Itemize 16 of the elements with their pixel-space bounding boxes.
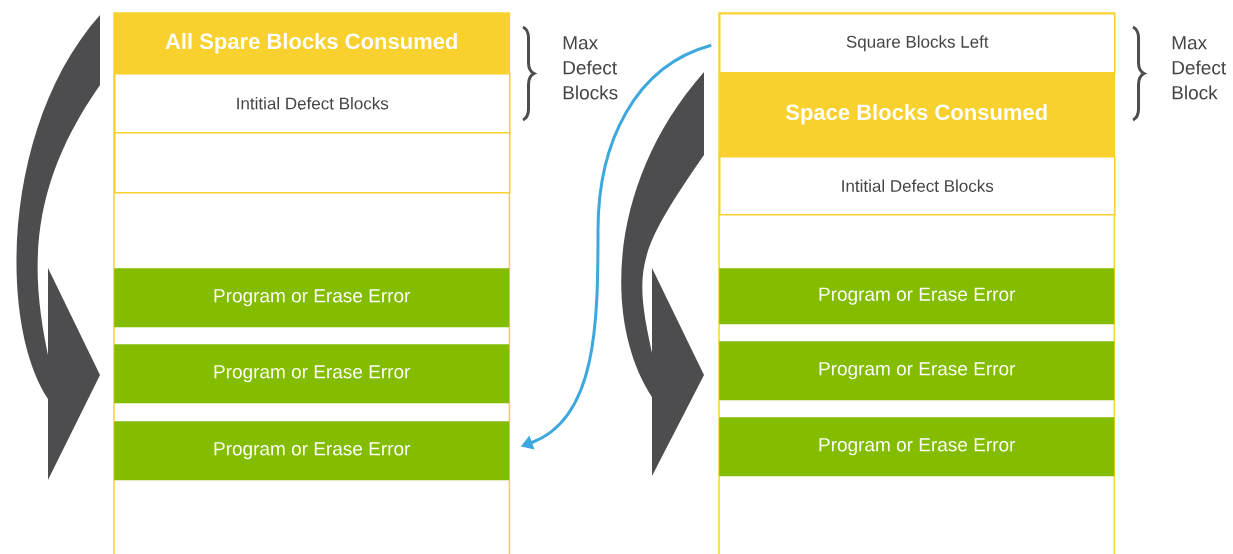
error-row: Program or Erase Error bbox=[719, 268, 1115, 325]
block-row: Intitial Defect Blocks bbox=[114, 73, 511, 134]
memory-column bbox=[113, 12, 511, 554]
error-row: Program or Erase Error bbox=[719, 417, 1115, 477]
error-row: Program or Erase Error bbox=[114, 344, 510, 404]
error-row: Program or Erase Error bbox=[114, 268, 510, 328]
error-row: Program or Erase Error bbox=[719, 341, 1115, 401]
memory-column bbox=[718, 12, 1116, 554]
block-row bbox=[114, 132, 511, 194]
error-row: Program or Erase Error bbox=[114, 421, 510, 481]
block-row: All Spare Blocks Consumed bbox=[114, 13, 510, 74]
brace-label: Max Defect Blocks bbox=[563, 36, 618, 100]
brace-label: Max Defect Block bbox=[1172, 36, 1226, 100]
block-row: Intitial Defect Blocks bbox=[719, 156, 1116, 216]
block-row: Space Blocks Consumed bbox=[719, 72, 1115, 157]
block-row: Square Blocks Left bbox=[719, 13, 1116, 74]
